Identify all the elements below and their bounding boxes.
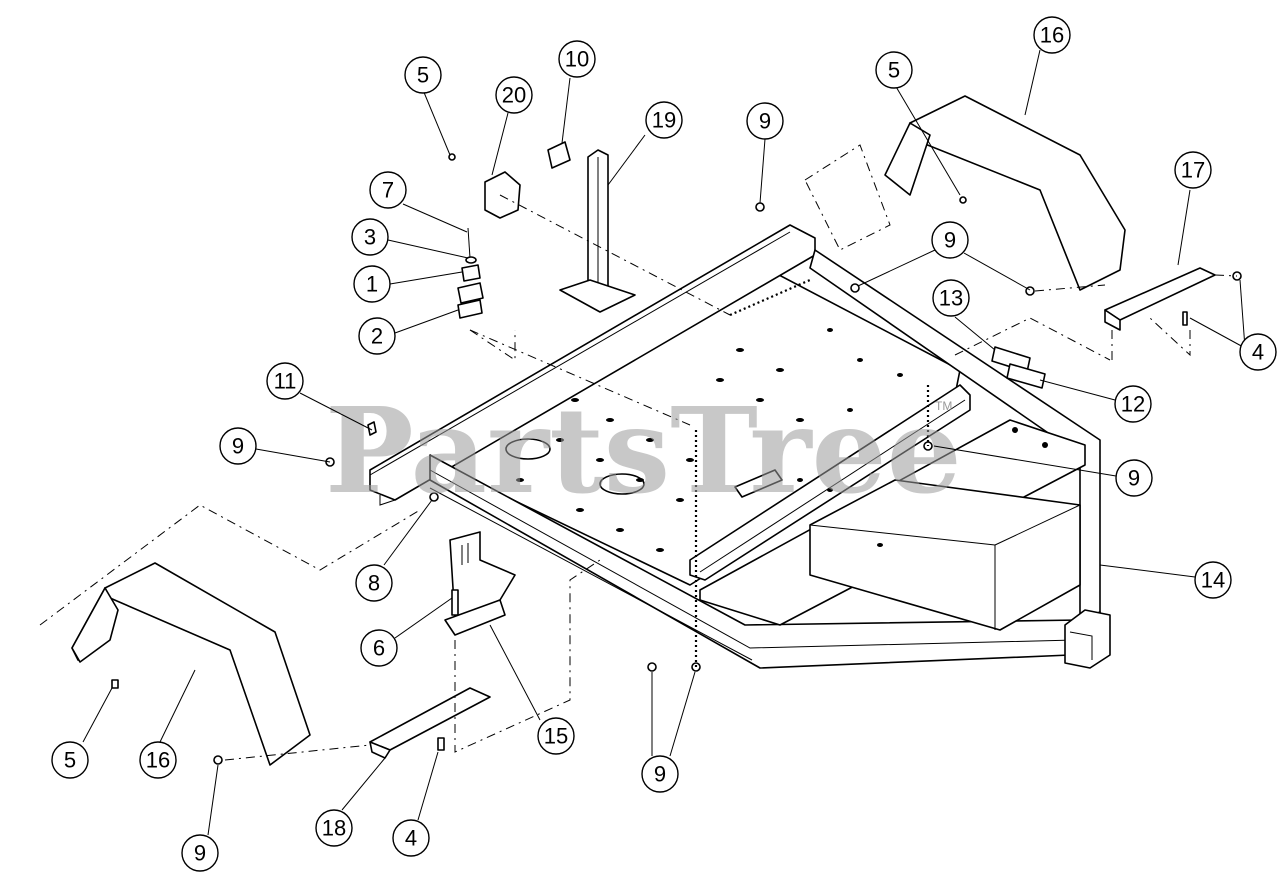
callout-3: 3: [351, 218, 389, 256]
callout-10: 10: [558, 40, 596, 78]
callout-5-left: 5: [51, 741, 89, 779]
left-bracket-18: [369, 687, 491, 759]
bracket-20: [484, 171, 521, 219]
hardware-1-2-3-7: [457, 227, 484, 319]
hardware: [111, 153, 1242, 765]
callout-5-top: 5: [404, 56, 442, 94]
assembly-lines: [39, 144, 1238, 761]
callout-label: 9: [194, 841, 206, 866]
right-bracket-17: [1104, 267, 1216, 331]
callout-label: 20: [502, 83, 526, 108]
callout-label: 4: [1252, 340, 1264, 365]
callout-label: 5: [64, 748, 76, 773]
callout-label: 7: [382, 178, 394, 203]
callout-12: 12: [1114, 385, 1152, 423]
left-fender: [71, 562, 311, 766]
watermark: PartsTree TM: [325, 381, 962, 520]
callout-label: 14: [1201, 568, 1225, 593]
callout-label: 9: [654, 762, 666, 787]
callout-9-middle: 9: [931, 221, 969, 259]
callout-9-bottom-left: 9: [181, 834, 219, 872]
post-19: [559, 149, 636, 313]
callout-18: 18: [315, 809, 353, 847]
callout-7: 7: [369, 171, 407, 209]
callout-16-left: 16: [139, 741, 177, 779]
callout-label: 17: [1181, 158, 1205, 183]
callout-label: 16: [1040, 23, 1064, 48]
watermark-trademark: TM: [935, 399, 952, 413]
callout-6: 6: [360, 629, 398, 667]
callout-leaders: [82, 49, 1246, 836]
callout-label: 9: [944, 228, 956, 253]
callout-label: 6: [373, 636, 385, 661]
callout-4-right: 4: [1239, 333, 1277, 371]
callout-2: 2: [358, 317, 396, 355]
callout-4-left: 4: [392, 819, 430, 857]
main-frame: [369, 224, 1111, 669]
callout-label: 9: [759, 109, 771, 134]
callout-9-right: 9: [1115, 459, 1153, 497]
callout-label: 4: [405, 826, 417, 851]
callout-15: 15: [537, 717, 575, 755]
callout-9-bottom: 9: [641, 755, 679, 793]
decals-12-13: [991, 346, 1046, 389]
callout-label: 16: [146, 748, 170, 773]
callout-label: 18: [322, 816, 346, 841]
callout-5-right: 5: [875, 51, 913, 89]
callout-label: 15: [544, 724, 568, 749]
callout-label: 12: [1121, 392, 1145, 417]
callout-9-left: 9: [219, 427, 257, 465]
callout-label: 1: [366, 272, 378, 297]
callout-label: 9: [1128, 466, 1140, 491]
callout-label: 9: [232, 434, 244, 459]
right-fender: [884, 95, 1126, 291]
callout-9-top: 9: [746, 102, 784, 140]
callout-label: 11: [274, 369, 297, 394]
callout-label: 5: [888, 58, 900, 83]
callout-1: 1: [353, 265, 391, 303]
callout-14: 14: [1194, 561, 1232, 599]
callout-16-right: 16: [1033, 16, 1071, 54]
callout-label: 8: [368, 571, 380, 596]
callout-17: 17: [1174, 151, 1212, 189]
callout-label: 2: [371, 324, 383, 349]
bracket-15: [444, 531, 516, 636]
callout-11: 11: [266, 362, 304, 400]
part-10: [547, 141, 571, 169]
callout-label: 3: [364, 225, 376, 250]
callout-13: 13: [932, 279, 970, 317]
callout-19: 19: [645, 101, 683, 139]
callout-label: 5: [417, 63, 429, 88]
callout-8: 8: [355, 564, 393, 602]
callout-label: 10: [565, 47, 589, 72]
callout-20: 20: [495, 76, 533, 114]
watermark-text: PartsTree: [325, 381, 962, 520]
callout-label: 13: [939, 286, 963, 311]
callout-label: 19: [652, 108, 676, 133]
